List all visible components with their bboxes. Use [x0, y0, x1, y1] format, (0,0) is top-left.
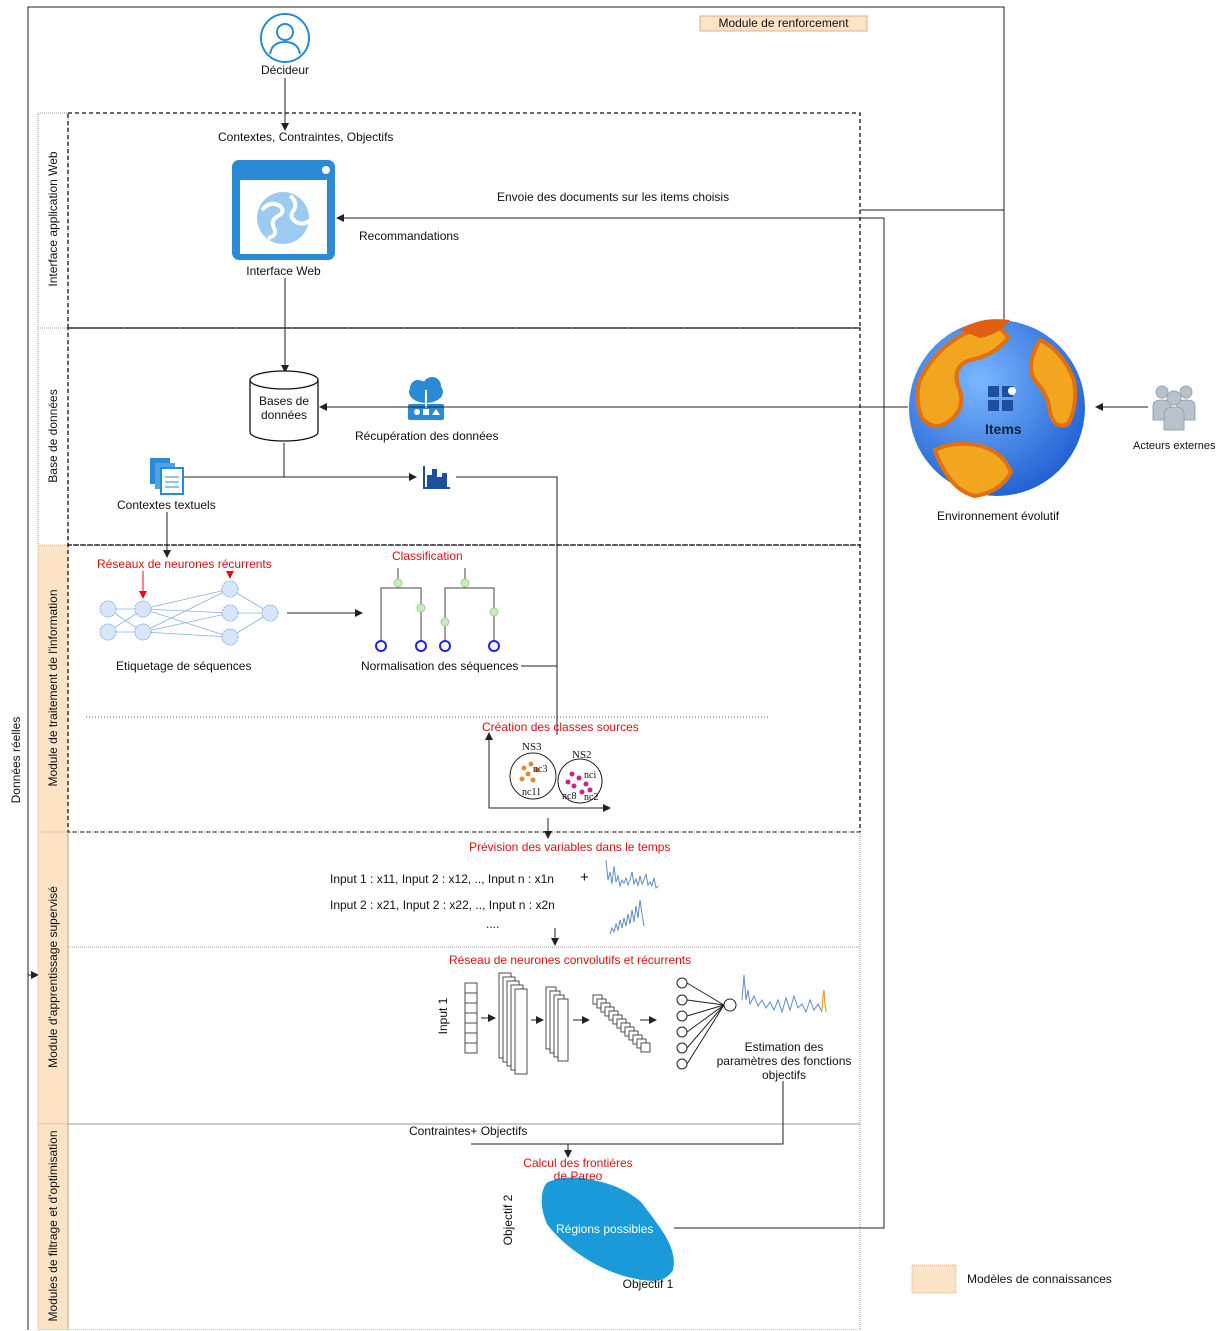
regions-possibles-label: Régions possibles — [556, 1222, 654, 1236]
rnn-title: Réseaux de neurones récurrents — [97, 557, 272, 571]
ns2-label: NS2 — [572, 749, 592, 761]
contextes-contraintes-label: Contextes, Contraintes, Objectifs — [218, 130, 394, 144]
lane-label-apprentissage: Module d'apprentissage supervisé — [46, 886, 60, 1068]
lane-label-filtrage: Modules de filtrage et d'optimisation — [46, 1130, 60, 1322]
decideur-label: Décideur — [260, 63, 310, 77]
legend-box-renforcement — [699, 15, 868, 32]
contextes-textuels-label: Contextes textuels — [117, 498, 216, 512]
acteurs-externes-icon — [1152, 385, 1196, 431]
donnees-reelles-label: Données réelles — [9, 716, 23, 804]
lane-label-db: Base de données — [46, 389, 60, 483]
module-box-db — [67, 327, 861, 546]
acteurs-externes-label: Acteurs externes — [1133, 440, 1216, 452]
database-icon — [249, 370, 319, 442]
globe-icon — [909, 319, 1085, 499]
environnement-label: Environnement évolutif — [937, 509, 1060, 523]
input-row-2: Input 2 : x21, Input 2 : x22, .., Input … — [330, 898, 555, 912]
timeseries-2 — [609, 899, 645, 935]
pareto-region — [541, 1177, 674, 1281]
legend-connaissances-label: Modèles de connaissances — [967, 1272, 1112, 1286]
ellipsis: .... — [486, 917, 500, 931]
module-box-web — [67, 112, 861, 329]
input-1-label: Input 1 — [436, 997, 450, 1035]
interface-web-icon — [232, 160, 335, 260]
lane-label-traitement: Module de traitement de l'information — [46, 589, 60, 787]
cnn-title: Réseau de neurones convolutifs et récurr… — [449, 953, 692, 967]
cloud-data-icon — [408, 377, 444, 420]
nci-label: nci — [584, 770, 597, 781]
recommandations-label: Recommandations — [359, 229, 460, 243]
rnn-network — [99, 571, 279, 646]
items-label: Items — [985, 421, 1022, 437]
prevision-title: Prévision des variables dans le temps — [469, 840, 671, 854]
plus-sign: + — [580, 869, 589, 886]
nc3-label: nc3 — [533, 764, 548, 775]
module-box-filtrage — [67, 1123, 861, 1330]
ns3-label: NS3 — [522, 741, 542, 753]
creation-classes-title: Création des classes sources — [482, 720, 639, 734]
objectif-1-label: Objectif 1 — [622, 1277, 674, 1291]
lane-label-web: Interface application Web — [46, 151, 60, 287]
nc2-label: nc2 — [584, 792, 599, 803]
reinforcement-loop — [27, 6, 1008, 1330]
interface-web-label: Interface Web — [246, 264, 321, 278]
timeseries-1 — [605, 859, 659, 890]
nc8-label: nc8 — [562, 791, 577, 802]
legend-box-connaissances — [911, 1264, 957, 1294]
etiquetage-label: Etiquetage de séquences — [116, 659, 252, 673]
timeseries-3 — [741, 974, 823, 1014]
documents-icon — [150, 458, 184, 495]
decideur-icon — [260, 13, 310, 63]
input-row-1: Input 1 : x11, Input 2 : x12, .., Input … — [330, 872, 554, 886]
legend-renforcement-label: Module de renforcement — [718, 16, 849, 30]
nc11-label: nc11 — [522, 787, 542, 798]
bar-chart-icon — [423, 466, 450, 489]
calcul-frontieres-title: Calcul des frontières de Pareo — [523, 1156, 633, 1183]
bases-donnees-label: Bases de données — [258, 394, 310, 422]
cnn-diagram — [464, 972, 651, 1075]
contraintes-objectifs-label: Contraintes+ Objectifs — [409, 1124, 528, 1138]
cluster-plot — [485, 732, 611, 812]
normalisation-label: Normalisation des séquences — [361, 659, 519, 673]
classification-tree — [375, 568, 500, 652]
output-neurons — [676, 977, 737, 1070]
module-box-traitement — [67, 544, 861, 833]
recuperation-label: Récupération des données — [355, 429, 499, 443]
lane-panel-web — [37, 112, 69, 329]
envoie-documents-label: Envoie des documents sur les items chois… — [497, 190, 730, 204]
objectif-2-label: Objectif 2 — [501, 1194, 515, 1246]
classification-title: Classification — [392, 549, 463, 563]
estimation-label: Estimation des paramètres des fonctions … — [716, 1040, 852, 1082]
